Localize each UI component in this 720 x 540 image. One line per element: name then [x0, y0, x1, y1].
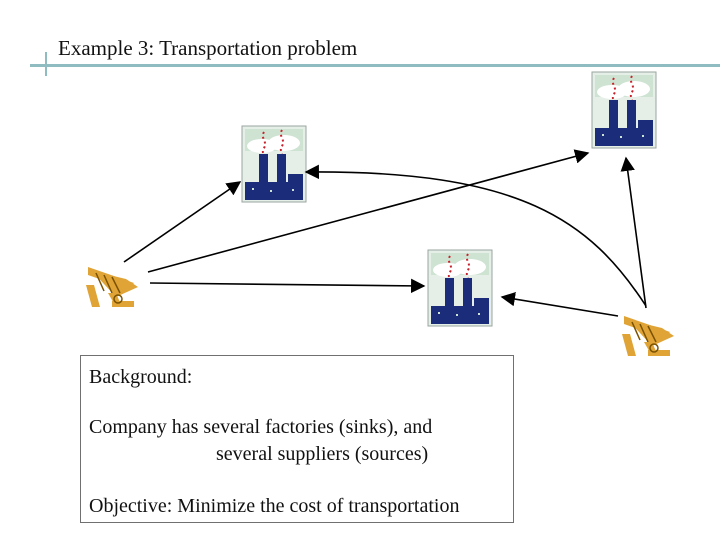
supply-arrow: [500, 291, 619, 317]
factory-icon: [591, 71, 657, 149]
title-tick: [45, 52, 47, 76]
supply-arrow: [147, 149, 590, 273]
crane-icon: [85, 266, 139, 308]
supply-arrow: [304, 164, 647, 307]
factory-icon: [427, 249, 493, 327]
background-line-1: Company has several factories (sinks), a…: [89, 416, 433, 438]
background-heading: Background:: [89, 366, 193, 388]
objective-text: Objective: Minimize the cost of transpor…: [89, 495, 460, 517]
title-underline: [30, 64, 720, 67]
supply-arrow: [123, 181, 242, 263]
slide-title: Example 3: Transportation problem: [58, 36, 358, 60]
background-line-2: several suppliers (sources): [216, 443, 429, 465]
crane-icon: [621, 315, 675, 357]
background-box: Background: Company has several factorie…: [80, 355, 514, 523]
factory-icon: [241, 125, 307, 203]
supply-arrow: [620, 156, 647, 309]
supply-arrow: [149, 278, 426, 294]
